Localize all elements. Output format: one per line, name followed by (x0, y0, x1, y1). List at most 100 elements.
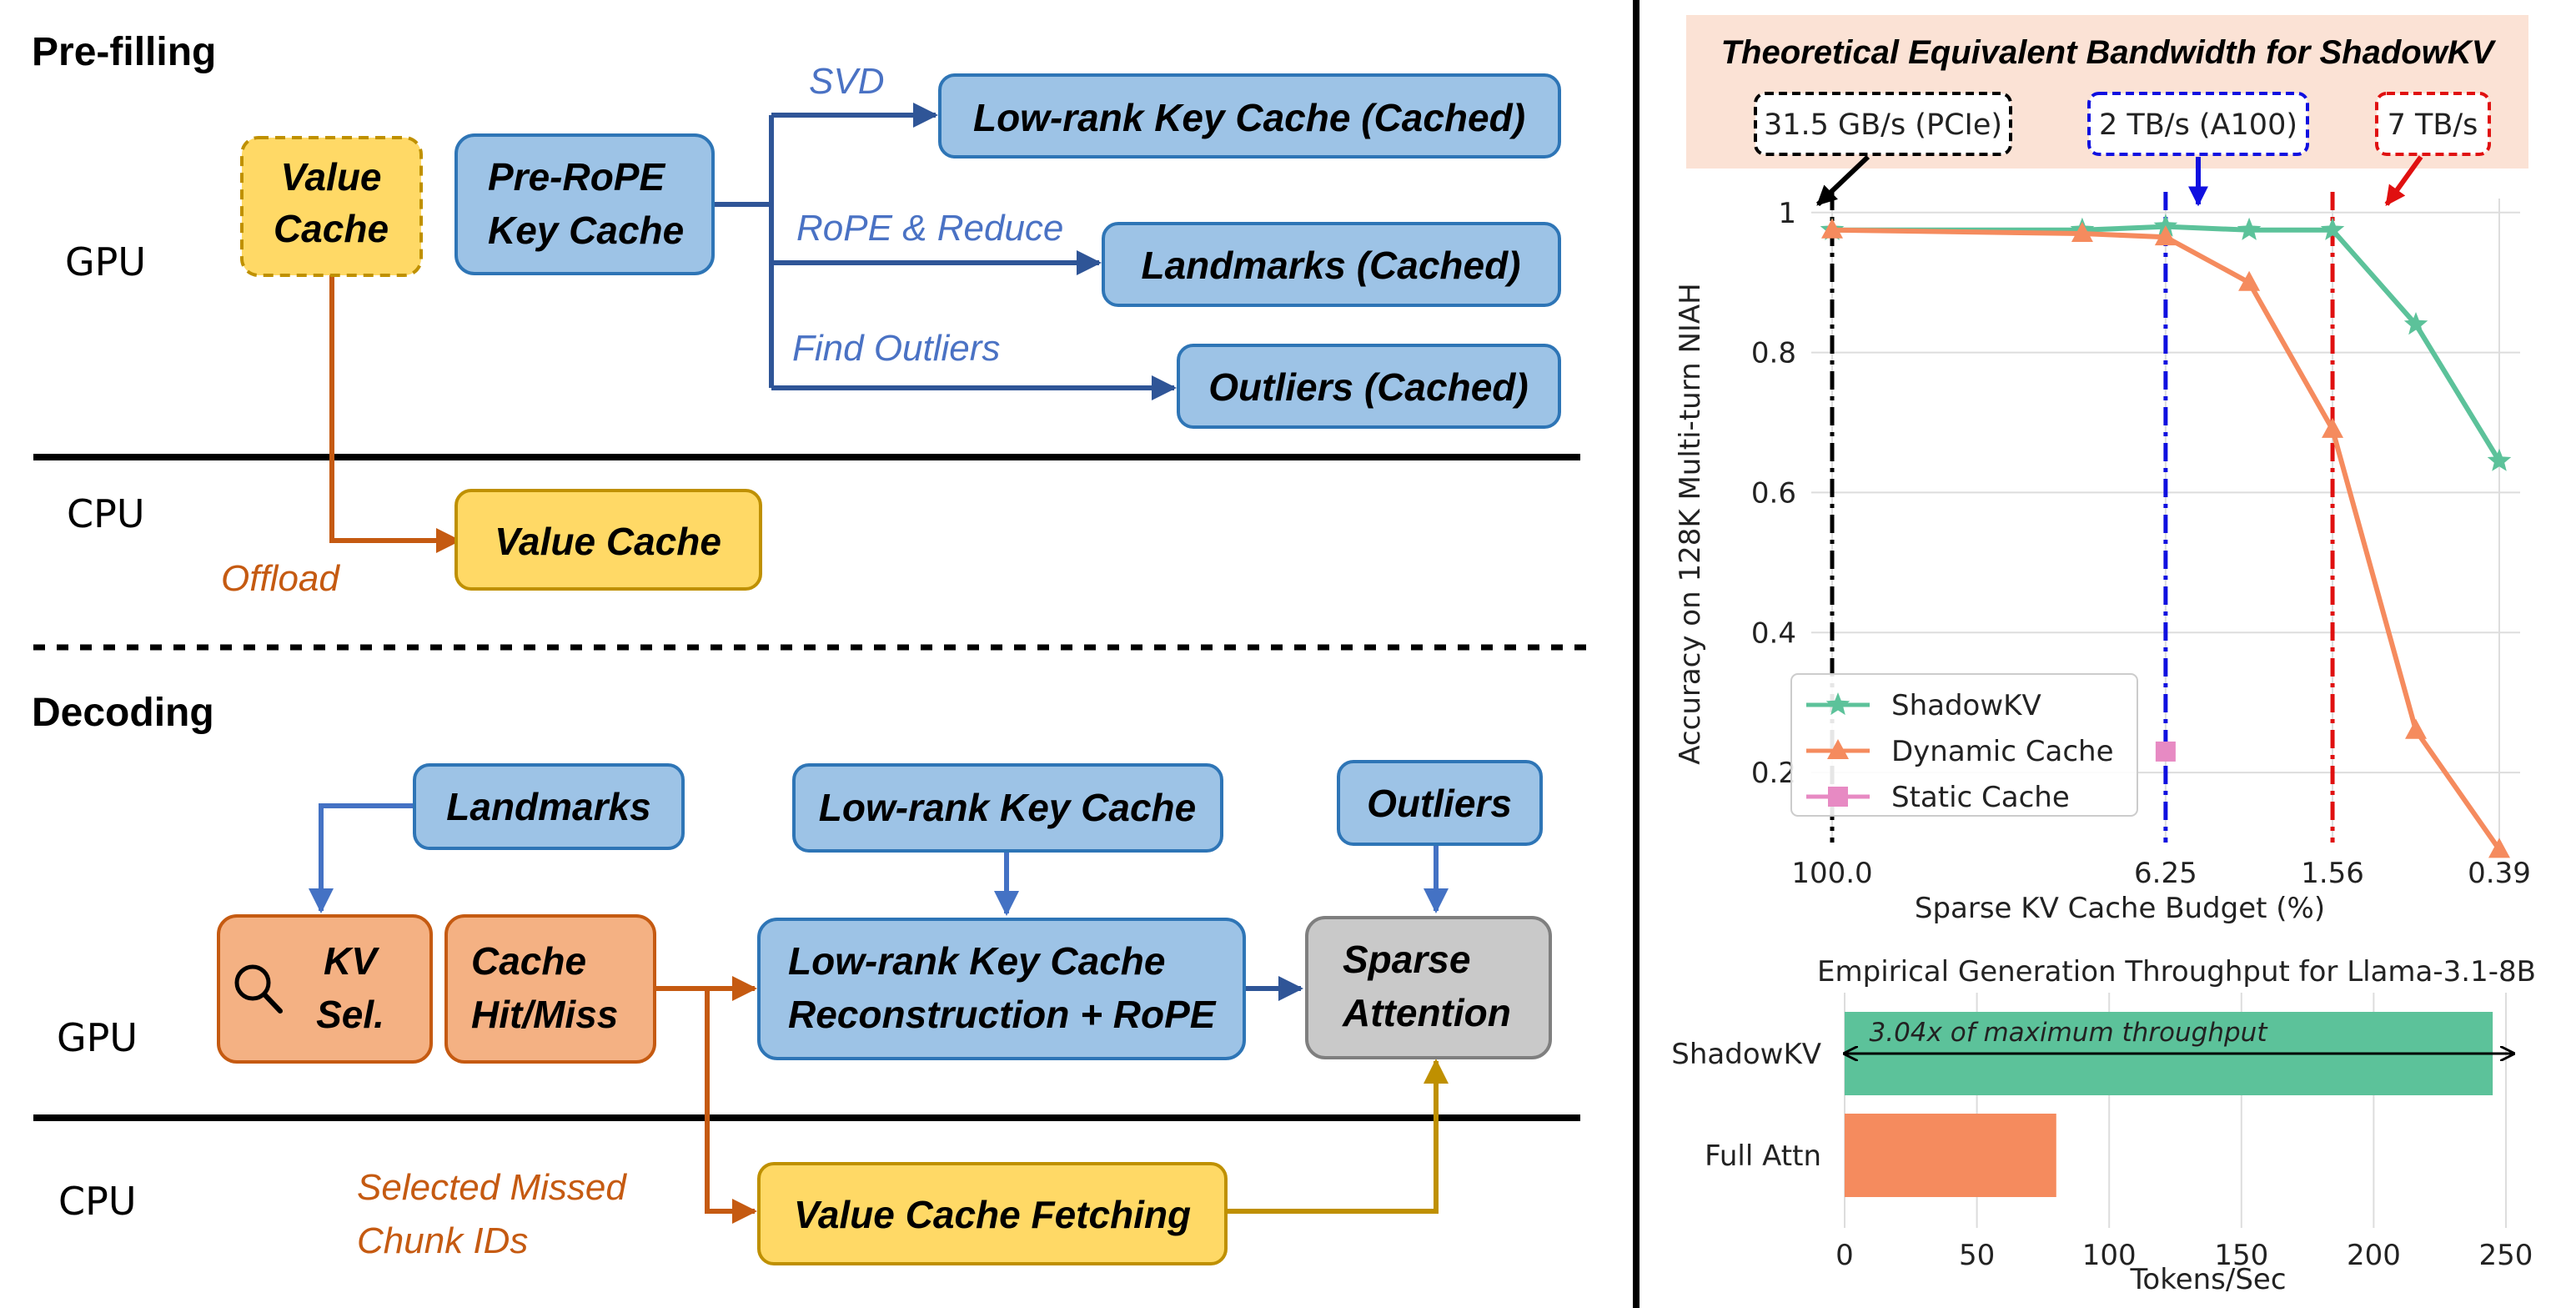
pcie-bandwidth-box: 31.5 GB/s (PCIe) (1754, 92, 2012, 156)
data-point (2488, 838, 2510, 858)
legend-marker (1827, 739, 1849, 759)
svg-text:Landmarks: Landmarks (446, 785, 650, 828)
svg-text:Cache: Cache (471, 939, 586, 983)
data-point (2237, 217, 2262, 240)
svg-text:31.5 GB/s (PCIe): 31.5 GB/s (PCIe) (1764, 108, 2002, 142)
gpu-label-decoding: GPU (57, 1015, 138, 1060)
data-point (2320, 217, 2345, 240)
bar-x-tick-label: 150 (2214, 1239, 2268, 1272)
cpu-label-decoding: CPU (58, 1179, 137, 1224)
svg-text:2 TB/s (A100): 2 TB/s (A100) (2099, 108, 2297, 142)
value-cache-gpu-box: Value Cache (240, 136, 423, 277)
svg-text:Key Cache: Key Cache (488, 209, 684, 252)
7tbs-bandwidth-box: 7 TB/s (2375, 92, 2491, 156)
banner-title: Theoretical Equivalent Bandwidth for Sha… (1721, 34, 2497, 71)
legend-label: ShadowKV (1891, 689, 2041, 722)
bar-chart-xlabel: Tokens/Sec (2129, 1263, 2286, 1296)
line-chart-xlabel: Sparse KV Cache Budget (%) (1915, 892, 2325, 925)
7tbs-pointer-arrow (2384, 155, 2423, 206)
bar-x-tick-label: 200 (2347, 1239, 2401, 1272)
fetch-to-sparse-arrow (1226, 1059, 1449, 1214)
x-tick-label: 6.25 (2134, 857, 2197, 890)
bar-x-tick-label: 250 (2479, 1239, 2533, 1272)
offload-label: Offload (221, 558, 340, 599)
value-cache-cpu-box: Value Cache (454, 489, 762, 591)
find-outliers-label: Find Outliers (792, 328, 1000, 369)
svg-text:Sel.: Sel. (316, 993, 384, 1036)
svg-text:Value Cache Fetching: Value Cache Fetching (794, 1193, 1191, 1236)
data-point (2238, 270, 2261, 291)
legend-marker (1825, 692, 1850, 716)
bar-category-label: ShadowKV (1671, 1038, 1821, 1071)
data-point (1821, 218, 1843, 239)
svg-text:Sparse: Sparse (1343, 938, 1470, 981)
bar-x-tick-label: 50 (1959, 1239, 1995, 1272)
data-point (2071, 221, 2093, 242)
svg-text:Low-rank Key Cache: Low-rank Key Cache (788, 939, 1165, 983)
landmarks-cached-box: Landmarks (Cached) (1102, 222, 1561, 307)
svg-text:Attention: Attention (1342, 991, 1511, 1034)
legend-frame (1790, 673, 2138, 817)
svg-text:KV: KV (324, 939, 379, 983)
svg-text:Reconstruction + RoPE: Reconstruction + RoPE (788, 993, 1217, 1036)
x-tick-label: 1.56 (2301, 857, 2364, 890)
missed-chunk-label-line1: Selected Missed (357, 1167, 627, 1208)
legend-label: Static Cache (1891, 781, 2070, 814)
cpu-label-prefill: CPU (67, 491, 145, 536)
y-tick-label: 1 (1778, 197, 1796, 230)
missed-chunk-arrow (705, 989, 757, 1224)
outliers-cached-box: Outliers (Cached) (1177, 344, 1561, 429)
data-point (2322, 417, 2344, 438)
y-tick-label: 0.2 (1751, 757, 1796, 790)
svg-text:7 TB/s: 7 TB/s (2388, 108, 2478, 142)
y-tick-label: 0.8 (1751, 337, 1796, 370)
line-chart-series (1820, 214, 2512, 858)
outliers-box: Outliers (1337, 760, 1543, 846)
architecture-diagram: Pre-filling GPU CPU Decoding GPU CPU Off… (32, 30, 1589, 1265)
data-point (2487, 448, 2512, 471)
throughput-annotation: 3.04x of maximum throughput (1870, 1018, 2269, 1048)
rope-reduce-label: RoPE & Reduce (796, 208, 1063, 249)
data-point (2405, 718, 2428, 739)
sparse-attention-box: Sparse Attention (1305, 916, 1552, 1059)
landmarks-to-kvsel-arrow (309, 803, 414, 913)
data-point (2153, 214, 2178, 237)
a100-bandwidth-box: 2 TB/s (A100) (2087, 92, 2309, 156)
accuracy-line-chart: 0.2 0.4 0.6 0.8 1 100.0 6.25 1.56 0.39 Accuracy … (1674, 192, 2531, 925)
low-rank-key-cache-box: Low-rank Key Cache (792, 763, 1223, 853)
reconstruction-box: Low-rank Key Cache Reconstruction + RoPE (757, 918, 1246, 1060)
cache-hit-miss-box: Cache Hit/Miss (444, 914, 656, 1064)
line-chart-ylabel: Accuracy on 128K Multi-turn NIAH (1674, 283, 1707, 764)
bar-category-label: Full Attn (1705, 1139, 1821, 1173)
svg-text:Outliers: Outliers (1367, 782, 1512, 825)
svg-text:Low-rank Key Cache: Low-rank Key Cache (819, 786, 1196, 829)
bar-x-tick-label: 100 (2082, 1239, 2137, 1272)
value-cache-fetching-box: Value Cache Fetching (757, 1162, 1228, 1265)
svg-text:Pre-RoPE: Pre-RoPE (488, 155, 665, 199)
svg-text:Low-rank Key Cache (Cached): Low-rank Key Cache (Cached) (973, 96, 1525, 139)
svd-label: SVD (809, 61, 884, 102)
y-tick-label: 0.4 (1751, 616, 1796, 650)
missed-chunk-label-line2: Chunk IDs (357, 1220, 528, 1261)
data-point (2155, 741, 2176, 762)
x-tick-label: 0.39 (2468, 857, 2531, 890)
svg-text:Value: Value (280, 155, 381, 199)
bandwidth-banner: Theoretical Equivalent Bandwidth for Sha… (1686, 15, 2528, 207)
svg-text:Outliers (Cached): Outliers (Cached) (1208, 365, 1528, 409)
y-tick-label: 0.6 (1751, 476, 1796, 510)
svg-text:Landmarks (Cached): Landmarks (Cached) (1141, 244, 1520, 287)
bar-x-tick-label: 0 (1835, 1239, 1854, 1272)
line-chart-tick-labels: 0.2 0.4 0.6 0.8 1 100.0 6.25 1.56 0.39 (1751, 197, 2531, 890)
bar-chart-title: Empirical Generation Throughput for Llam… (1817, 955, 2536, 989)
kv-selection-box: KV Sel. (217, 914, 433, 1064)
prefill-title: Pre-filling (32, 30, 216, 74)
decoding-title: Decoding (32, 691, 214, 735)
bar-chart-tick-labels: 0 50 100 150 200 250 ShadowKV Full Attn (1671, 1038, 2533, 1272)
svg-text:Value Cache: Value Cache (495, 520, 721, 563)
throughput-bar-chart: Empirical Generation Throughput for Llam… (1671, 955, 2536, 1296)
throughput-bar (1845, 1114, 2056, 1197)
pcie-pointer-arrow (1815, 154, 1870, 207)
x-tick-label: 100.0 (1791, 857, 1872, 890)
